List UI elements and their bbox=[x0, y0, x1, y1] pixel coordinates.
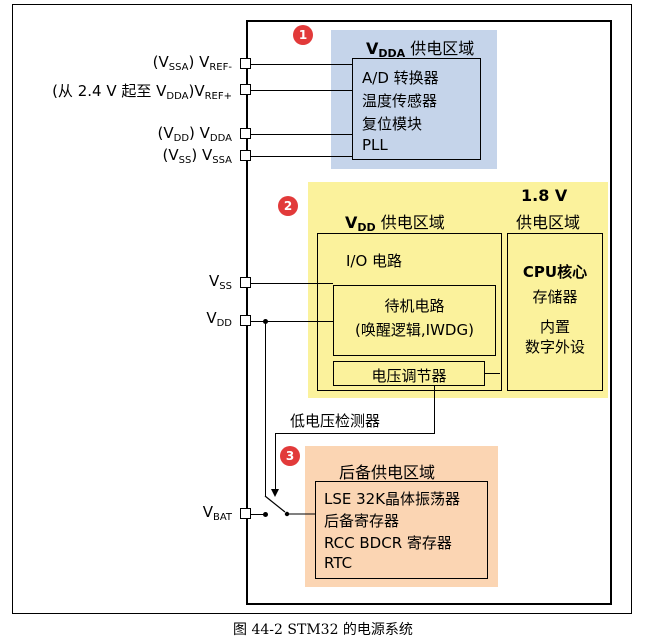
wire-detector-horizontal bbox=[275, 433, 435, 434]
vdda-block: A/D 转换器 温度传感器 复位模块 PLL bbox=[352, 58, 481, 160]
lse-label: LSE 32K晶体振荡器 bbox=[324, 490, 461, 508]
wire-vref-plus bbox=[251, 90, 352, 91]
vdd-label: VDD bbox=[206, 309, 232, 329]
backup-domain bbox=[305, 446, 498, 587]
junction-vbat bbox=[263, 512, 268, 517]
vbat-label: VBAT bbox=[202, 503, 232, 523]
domain-number-3: 3 bbox=[280, 446, 300, 466]
temp-sensor-label: 温度传感器 bbox=[362, 92, 438, 110]
wire-vdd-down bbox=[265, 321, 266, 496]
wire-vdd bbox=[251, 321, 333, 322]
pin-vref-plus bbox=[240, 84, 251, 95]
vref-plus-label: (从 2.4 V 起至 VDDA)VREF+ bbox=[52, 82, 232, 102]
vdda-label: (VDD) VDDA bbox=[157, 124, 233, 144]
io-circuit-label: I/O 电路 bbox=[346, 252, 403, 270]
pin-vdd bbox=[240, 315, 251, 326]
pin-vbat bbox=[240, 508, 251, 519]
rcc-bdcr-label: RCC BDCR 寄存器 bbox=[324, 534, 452, 552]
figure-frame bbox=[12, 4, 632, 614]
backup-block: LSE 32K晶体振荡器 后备寄存器 RCC BDCR 寄存器 RTC bbox=[315, 481, 488, 579]
vdda-domain bbox=[331, 30, 497, 169]
adc-label: A/D 转换器 bbox=[362, 69, 439, 87]
cpu-core-label: CPU核心 bbox=[522, 263, 588, 281]
vssa-label: (VSS) VSSA bbox=[162, 146, 232, 166]
backup-registers-label: 后备寄存器 bbox=[324, 512, 400, 530]
voltage-regulator-label: 电压调节器 bbox=[371, 367, 447, 385]
standby-detail: (唤醒逻辑,IWDG) bbox=[355, 321, 474, 339]
standby-label: 待机电路 bbox=[384, 297, 445, 315]
pll-label: PLL bbox=[362, 136, 388, 154]
vref-minus-label: (VSSA) VREF- bbox=[152, 53, 232, 73]
pin-vref-minus bbox=[240, 58, 251, 69]
standby-block: 待机电路 (唤醒逻辑,IWDG) bbox=[333, 285, 496, 356]
wire-vbat bbox=[251, 514, 265, 515]
power-switch-blade bbox=[264, 495, 286, 513]
pin-vdda bbox=[240, 128, 251, 139]
digital-peripherals-label: 数字外设 bbox=[524, 338, 585, 356]
wire-vref-minus bbox=[251, 64, 352, 65]
wire-vssa bbox=[251, 156, 352, 157]
core-domain-voltage: 1.8 V bbox=[521, 186, 568, 205]
pin-vss bbox=[240, 277, 251, 288]
wire-vdda bbox=[251, 134, 352, 135]
vss-label: VSS bbox=[209, 272, 232, 292]
domain-number-2: 2 bbox=[278, 196, 298, 216]
memory-label: 存储器 bbox=[532, 288, 578, 306]
wire-vss bbox=[251, 283, 333, 284]
figure-caption: 图 44-2 STM32 的电源系统 bbox=[233, 622, 413, 638]
builtin-label: 内置 bbox=[539, 318, 570, 336]
rtc-label: RTC bbox=[324, 554, 353, 572]
reset-module-label: 复位模块 bbox=[362, 115, 423, 133]
pin-vssa bbox=[240, 150, 251, 161]
core-block: CPU核心 存储器 内置 数字外设 bbox=[507, 233, 603, 391]
chip-outline bbox=[246, 20, 612, 605]
vdd-block: I/O 电路 bbox=[317, 233, 502, 391]
core-domain-title: 供电区域 bbox=[516, 213, 581, 232]
wire-regulator-out bbox=[485, 373, 500, 374]
backup-domain-title: 后备供电区域 bbox=[339, 463, 436, 482]
vdda-domain-title: VDDA 供电区域 bbox=[366, 39, 475, 60]
domain-number-1: 1 bbox=[293, 25, 313, 45]
vdd-domain bbox=[308, 182, 608, 398]
vdd-domain-title: VDD 供电区域 bbox=[345, 213, 445, 234]
voltage-regulator-block: 电压调节器 bbox=[333, 361, 485, 386]
wire-detector-down bbox=[275, 433, 276, 489]
detector-arrow-icon bbox=[271, 489, 279, 497]
wire-detector-vertical bbox=[434, 386, 435, 433]
low-voltage-detector-label: 低电压检测器 bbox=[290, 412, 381, 430]
